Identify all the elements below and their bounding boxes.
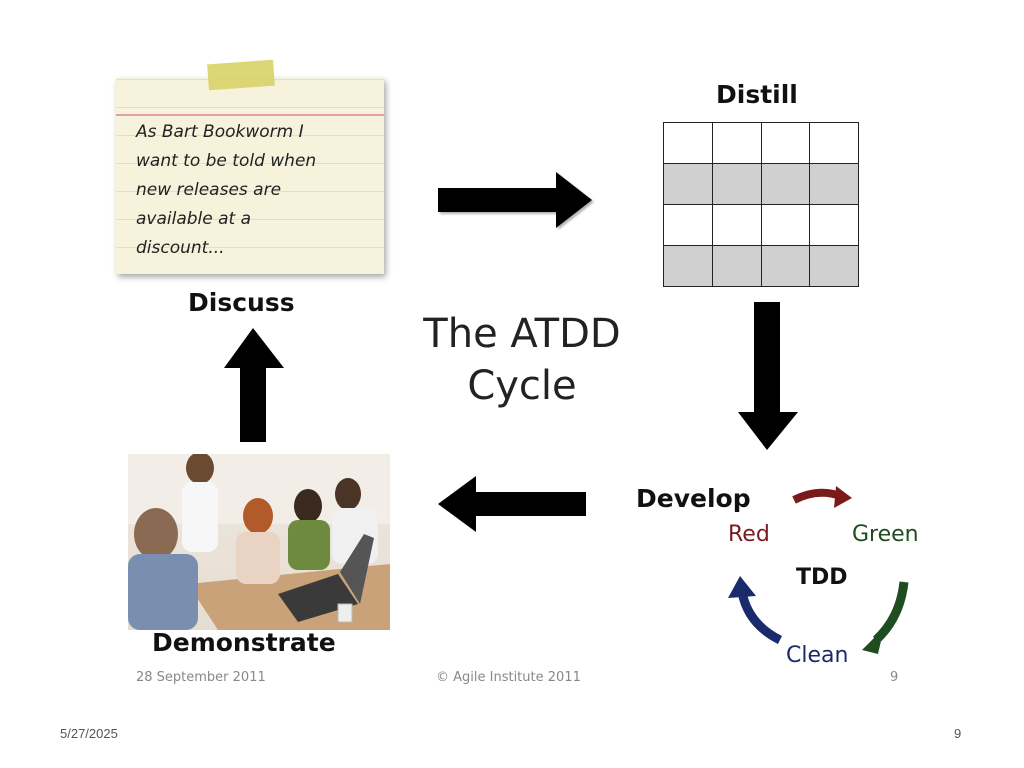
demonstrate-label: Demonstrate xyxy=(152,628,336,657)
distill-label: Distill xyxy=(716,80,798,109)
discuss-label: Discuss xyxy=(188,288,295,317)
note-line: discount... xyxy=(136,238,225,258)
arrow-up-icon xyxy=(224,328,284,442)
tdd-red-label: Red xyxy=(728,522,770,547)
tdd-cycle-arrows xyxy=(728,486,909,654)
atdd-cycle-title: The ATDD Cycle xyxy=(392,308,652,412)
arrow-right-icon xyxy=(438,172,592,228)
tdd-green-label: Green xyxy=(852,522,919,547)
red-arrow-icon xyxy=(792,488,842,504)
note-line: new releases are xyxy=(136,180,282,200)
arrow-left-icon xyxy=(438,476,586,532)
user-story-text: As Bart Bookworm I want to be told when … xyxy=(136,118,376,263)
presentation-page-number: 9 xyxy=(954,726,962,741)
meeting-illustration xyxy=(128,454,390,630)
blue-arrow-icon xyxy=(737,591,783,645)
develop-label: Develop xyxy=(636,484,751,513)
title-line-2: Cycle xyxy=(467,363,577,409)
note-line: want to be told when xyxy=(136,151,317,171)
note-tape xyxy=(207,59,275,91)
green-arrow-icon xyxy=(872,581,909,644)
meeting-photo xyxy=(128,454,390,630)
title-line-1: The ATDD xyxy=(423,311,621,357)
slide-footer-page: 9 xyxy=(890,670,899,685)
tdd-clean-label: Clean xyxy=(786,643,849,668)
note-line: As Bart Bookworm I xyxy=(136,122,304,142)
slide-footer-date: 28 September 2011 xyxy=(136,670,266,685)
user-story-note xyxy=(116,78,384,274)
presentation-date: 5/27/2025 xyxy=(60,726,118,741)
distill-table xyxy=(663,122,859,287)
tdd-center-label: TDD xyxy=(796,565,848,590)
note-line: available at a xyxy=(136,209,252,229)
arrow-down-icon xyxy=(738,302,798,450)
slide-footer-copyright: © Agile Institute 2011 xyxy=(436,670,581,685)
